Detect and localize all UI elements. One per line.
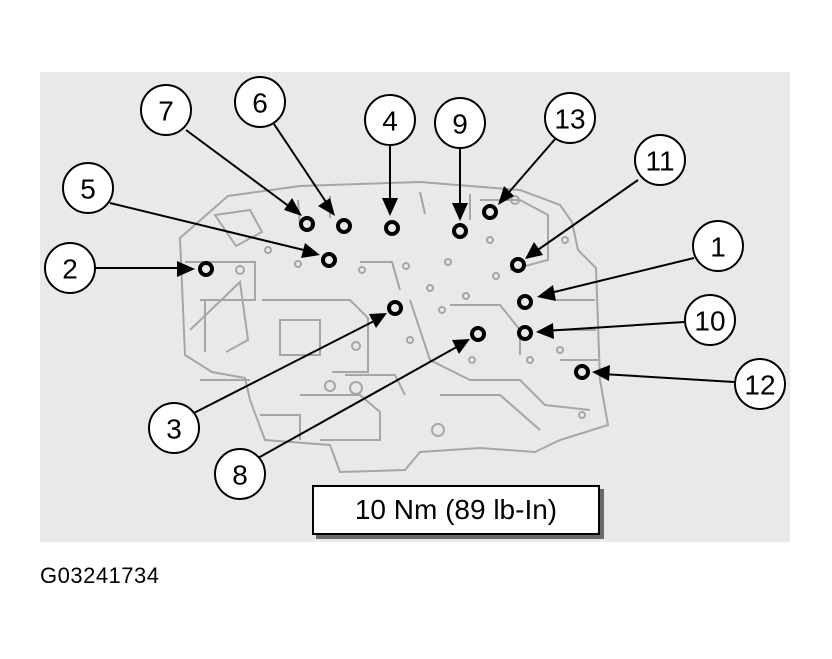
leader-lines xyxy=(96,123,735,459)
leader-1 xyxy=(545,257,695,295)
callout-circle-10 xyxy=(684,294,736,346)
arrowhead-2 xyxy=(177,261,195,277)
callout-circle-9 xyxy=(434,97,486,149)
callout-circles xyxy=(44,76,786,500)
callout-circle-5 xyxy=(62,162,114,214)
leader-13 xyxy=(503,137,557,199)
callout-label-6: 6 xyxy=(252,88,268,119)
callout-circle-7 xyxy=(140,84,192,136)
bolt-12 xyxy=(574,364,590,380)
leader-10 xyxy=(543,321,685,332)
arrowhead-10 xyxy=(536,323,554,339)
leader-7 xyxy=(185,129,295,211)
arrowhead-12 xyxy=(592,365,610,381)
bolt-2 xyxy=(198,261,214,277)
callout-circle-4 xyxy=(364,94,416,146)
callout-circle-12 xyxy=(734,358,786,410)
bolt-10 xyxy=(517,325,533,341)
leader-6 xyxy=(273,123,331,209)
bolt-1 xyxy=(517,294,533,310)
arrowhead-1 xyxy=(537,285,556,301)
bolt-markers xyxy=(198,204,590,380)
bolt-8 xyxy=(470,326,486,342)
bolt-13 xyxy=(482,204,498,220)
callout-circle-11 xyxy=(634,134,686,186)
callout-circle-8 xyxy=(214,448,266,500)
arrowhead-6 xyxy=(318,198,335,216)
arrowheads xyxy=(177,186,610,381)
leader-3 xyxy=(189,317,381,416)
callout-circle-6 xyxy=(234,76,286,128)
arrowhead-8 xyxy=(452,339,470,354)
callout-circle-3 xyxy=(148,402,200,454)
callout-label-11: 11 xyxy=(645,146,674,177)
bolt-6 xyxy=(336,218,352,234)
arrowhead-11 xyxy=(525,242,543,259)
arrowhead-13 xyxy=(498,186,514,205)
bolt-9 xyxy=(452,223,468,239)
callout-circle-1 xyxy=(692,220,744,272)
callout-label-8: 8 xyxy=(232,460,248,491)
bolt-11 xyxy=(510,257,526,273)
bolt-3 xyxy=(387,300,403,316)
bolt-5 xyxy=(321,252,337,268)
callout-label-7: 7 xyxy=(158,96,174,127)
callout-label-5: 5 xyxy=(80,174,96,205)
callout-label-3: 3 xyxy=(166,414,182,445)
callout-label-2: 2 xyxy=(62,254,78,285)
leader-12 xyxy=(601,373,735,383)
callout-label-9: 9 xyxy=(452,109,468,140)
callout-label-4: 4 xyxy=(382,106,398,137)
callout-label-13: 13 xyxy=(554,104,585,135)
arrowhead-5 xyxy=(301,243,320,258)
torque-spec-box: 10 Nm (89 lb-In) xyxy=(312,485,600,535)
torque-spec-label: 10 Nm (89 lb-In) xyxy=(354,494,558,525)
arrowhead-4 xyxy=(382,198,398,216)
figure-id: G03241734 xyxy=(40,563,160,588)
bolt-7 xyxy=(299,216,315,232)
callout-label-1: 1 xyxy=(710,232,726,263)
leader-11 xyxy=(531,179,639,255)
callout-circle-2 xyxy=(44,242,96,294)
bolt-4 xyxy=(384,220,400,236)
callout-label-12: 12 xyxy=(744,370,775,401)
callout-circle-13 xyxy=(544,92,596,144)
callout-label-10: 10 xyxy=(694,306,725,337)
arrowhead-9 xyxy=(452,203,468,221)
callout-numbers: 7 6 4 9 13 5 11 2 1 10 3 12 8 xyxy=(62,88,775,491)
leader-8 xyxy=(257,343,463,459)
leader-5 xyxy=(109,202,313,253)
arrowhead-7 xyxy=(284,198,302,216)
arrowhead-3 xyxy=(369,313,387,328)
